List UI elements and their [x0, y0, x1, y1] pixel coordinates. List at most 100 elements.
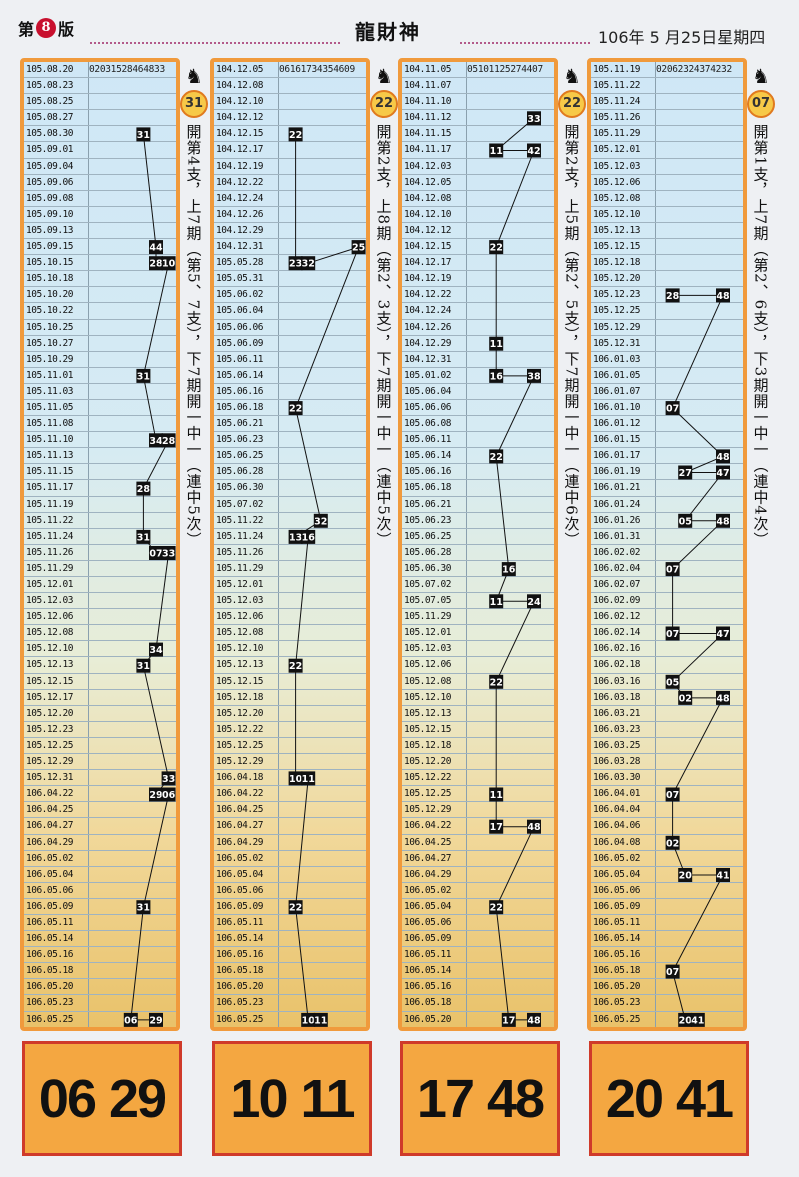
table-row: 105.06.09 — [214, 335, 366, 352]
highlight-value: 05 — [679, 516, 692, 527]
row-date: 106.04.29 — [24, 834, 89, 850]
table-row: 106.04.27 — [24, 818, 176, 835]
highlight-box — [527, 111, 541, 126]
table-row: 106.05.06 — [402, 914, 554, 932]
trend-line — [142, 794, 170, 908]
row-date: 104.12.12 — [214, 110, 279, 126]
trend-line — [142, 440, 170, 489]
highlighted-number: 07 — [149, 546, 163, 560]
highlight-value: 34 — [149, 645, 163, 656]
highlighted-number: 31 — [136, 529, 151, 544]
table-row: 105.06.16 — [214, 383, 366, 400]
trend-line — [684, 472, 724, 522]
table-row: 106.05.18 — [24, 963, 176, 980]
table-row: 105.10.18 — [24, 271, 176, 288]
table-row: 105.12.10 — [214, 641, 366, 658]
trend-line — [142, 375, 157, 441]
row-date: 106.05.04 — [591, 866, 656, 882]
row-date: 105.06.04 — [402, 383, 467, 399]
highlight-box — [161, 787, 176, 802]
row-date: 105.08.25 — [24, 94, 89, 110]
table-row: 106.04.18 — [214, 770, 366, 787]
table-row: 105.12.23 — [591, 287, 743, 304]
row-date: 106.05.09 — [24, 898, 89, 914]
table-row: 105.11.26 — [24, 544, 176, 561]
table-row: 106.02.09 — [591, 593, 743, 610]
row-date: 105.11.03 — [24, 383, 89, 399]
trend-line — [130, 907, 144, 1020]
table-row: 106.01.12 — [591, 416, 743, 433]
row-date: 106.03.23 — [591, 721, 656, 737]
row-date: 105.12.08 — [24, 625, 89, 641]
highlight-value: 23 — [289, 259, 302, 270]
table-row: 105.09.04 — [24, 158, 176, 175]
highlight-box — [161, 433, 176, 448]
highlight-value: 28 — [666, 291, 680, 302]
trend-line — [142, 665, 170, 779]
highlight-box — [716, 868, 730, 882]
row-date: 105.09.04 — [24, 158, 89, 174]
table-row: 105.11.03 — [24, 383, 176, 400]
trend-line — [495, 375, 535, 457]
row-date: 104.11.05 — [402, 62, 467, 78]
highlight-box — [489, 787, 504, 802]
row-date: 105.12.10 — [591, 206, 656, 222]
table-row: 105.07.05 — [402, 593, 554, 610]
table-row: 105.12.25 — [214, 737, 366, 755]
highlighted-number: 10 — [161, 256, 176, 271]
highlight-value: 22 — [490, 903, 503, 914]
table-row: 105.12.01 — [591, 142, 743, 159]
table-row: 105.12.25 — [402, 786, 554, 803]
row-date: 106.05.14 — [591, 931, 656, 947]
trend-line — [495, 456, 510, 570]
highlighted-number: 07 — [665, 626, 680, 641]
table-row: 105.12.20 — [214, 705, 366, 722]
highlight-value: 31 — [137, 903, 150, 914]
highlighted-number: 27 — [678, 465, 693, 480]
table-row: 105.08.30 — [24, 126, 176, 143]
table-row: 105.05.28 — [214, 255, 366, 272]
row-date: 105.12.03 — [214, 593, 279, 609]
row-date: 105.10.18 — [24, 271, 89, 287]
row-date: 105.12.25 — [24, 737, 89, 754]
row-date: 106.05.04 — [402, 898, 467, 914]
key-number-badge: 31 — [180, 90, 208, 118]
table-row: 105.11.19 — [24, 496, 176, 513]
row-date: 105.12.18 — [402, 737, 467, 754]
table-row: 106.05.11 — [402, 947, 554, 964]
highlight-box — [665, 401, 680, 416]
trend-line — [295, 246, 360, 409]
highlighted-number: 22 — [288, 658, 303, 673]
row-date: 105.12.23 — [591, 287, 656, 303]
table-row: 105.11.15 — [24, 464, 176, 481]
table-row: 106.05.14 — [24, 931, 176, 948]
table-row: 105.08.27 — [24, 110, 176, 127]
row-date: 105.11.29 — [591, 126, 656, 142]
row-date: 106.05.06 — [591, 882, 656, 898]
row-date: 104.12.31 — [402, 351, 467, 367]
table-row: 106.05.20 — [214, 979, 366, 996]
highlighted-number: 48 — [527, 1012, 541, 1027]
highlighted-number: 07 — [665, 562, 680, 577]
row-date: 105.11.19 — [24, 496, 89, 512]
table-row: 105.11.10 — [24, 432, 176, 449]
trend-line — [495, 601, 535, 683]
highlight-box — [501, 1012, 516, 1027]
table-row: 106.05.16 — [591, 947, 743, 964]
highlight-box — [716, 626, 730, 641]
highlight-value: 22 — [490, 677, 503, 688]
table-row: 105.12.25 — [591, 303, 743, 320]
highlighted-number: 31 — [136, 658, 151, 673]
row-date: 106.05.11 — [591, 914, 656, 931]
predicted-number: 20 — [605, 1068, 664, 1129]
table-row: 106.05.09 — [214, 898, 366, 915]
table-row: 104.12.19 — [402, 271, 554, 288]
row-date: 106.05.23 — [214, 995, 279, 1011]
row-date: 105.10.20 — [24, 287, 89, 303]
highlight-box — [678, 465, 693, 480]
table-row: 106.04.29 — [24, 834, 176, 851]
row-date: 105.12.25 — [591, 303, 656, 319]
row-date: 105.08.30 — [24, 126, 89, 142]
table-row: 105.06.25 — [402, 528, 554, 545]
